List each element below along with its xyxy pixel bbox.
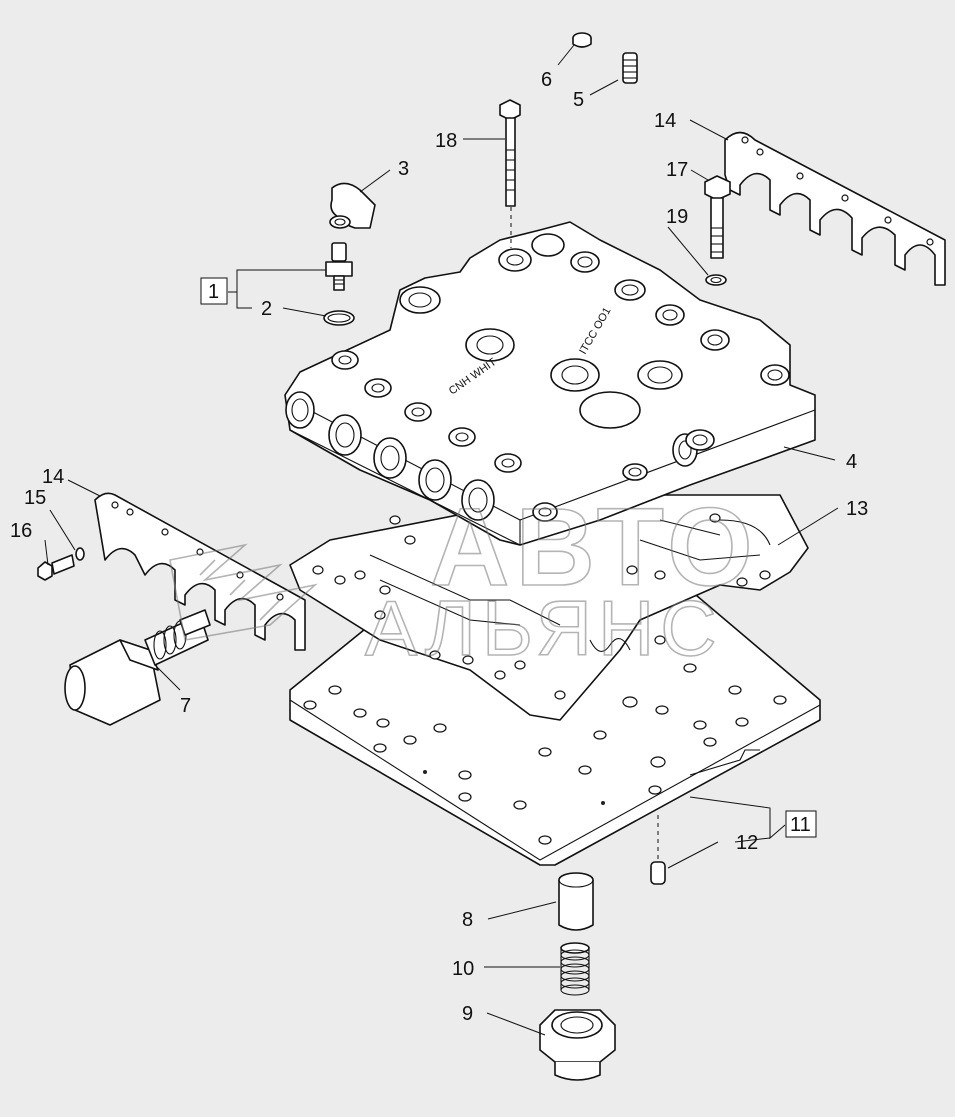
valve-body: CNH WHIT ITCC OO1: [284, 221, 816, 546]
callouts: 1 2 3 4 5 6 7 8 9 10 11 12 13 14 14 15 1…: [10, 69, 868, 1025]
gasket: [289, 494, 809, 721]
threaded-plug: [539, 1009, 616, 1081]
callout-6: 6: [541, 69, 552, 91]
callout-2: 2: [261, 298, 272, 320]
callout-13: 13: [846, 498, 868, 520]
plunger: [558, 872, 594, 931]
gasket-holes: [312, 513, 771, 700]
callout-8: 8: [462, 909, 473, 931]
watermark: АВТО АЛЬЯНС: [169, 485, 759, 673]
callout-14-left: 14: [42, 466, 64, 488]
callout-10: 10: [452, 958, 474, 980]
set-screw: [622, 52, 638, 84]
callout-18: 18: [435, 130, 457, 152]
valve-bores: [285, 391, 698, 521]
callout-7: 7: [180, 695, 191, 717]
small-bolt: [37, 554, 75, 581]
plug-cap: [572, 32, 592, 48]
callout-4: 4: [846, 451, 857, 473]
callout-box-1: [200, 277, 228, 305]
plate-holes: [303, 663, 787, 845]
callout-1: 1: [208, 281, 219, 303]
callout-15: 15: [24, 487, 46, 509]
watermark-line1: АВТО: [430, 486, 759, 609]
washer: [705, 274, 727, 286]
bracket-right: [724, 131, 946, 286]
callout-5: 5: [573, 89, 584, 111]
valve-bosses: [331, 233, 790, 522]
dowel-pin: [650, 815, 666, 885]
retaining-clip: [329, 182, 376, 229]
callout-17: 17: [666, 159, 688, 181]
spring: [560, 942, 590, 996]
small-washer: [75, 547, 85, 561]
callout-box-11: [785, 810, 817, 838]
callout-3: 3: [398, 158, 409, 180]
short-bolt: [704, 175, 731, 259]
solenoid-valve: [64, 609, 211, 726]
long-bolt: [499, 99, 521, 248]
callout-11: 11: [790, 814, 811, 836]
callout-14-top: 14: [654, 110, 676, 132]
callout-12: 12: [736, 832, 758, 854]
leader-lines: [44, 44, 839, 1036]
callout-19: 19: [666, 206, 688, 228]
callout-16: 16: [10, 520, 32, 542]
fitting: [325, 242, 353, 291]
watermark-line2: АЛЬЯНС: [365, 584, 723, 672]
callout-9: 9: [462, 1003, 473, 1025]
